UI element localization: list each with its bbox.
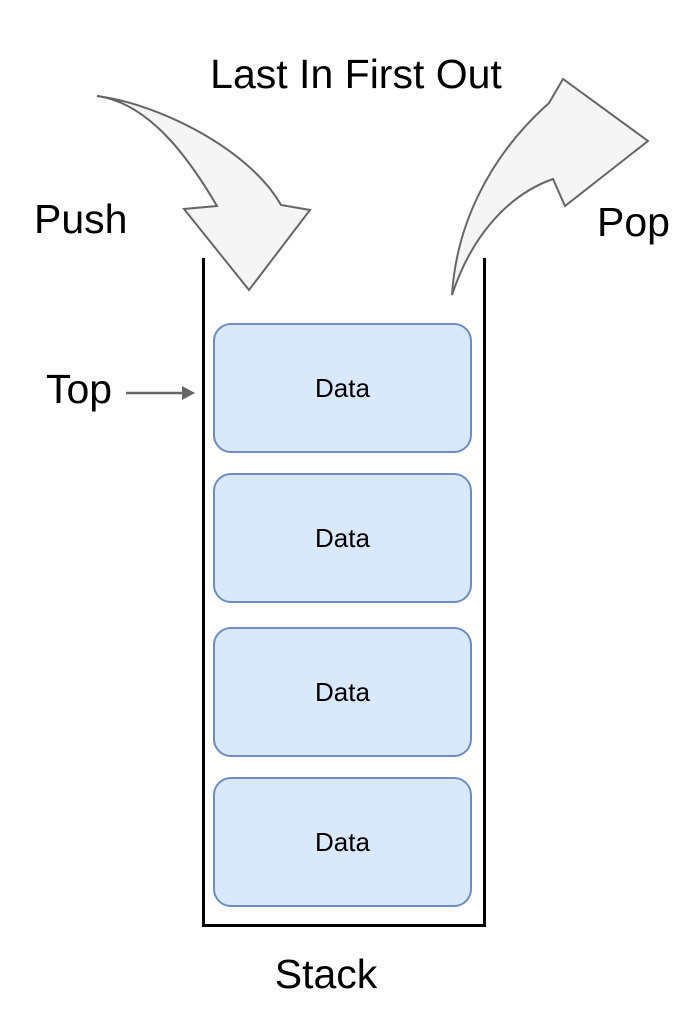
stack-item-4-label: Data (315, 826, 370, 857)
stack-item-4: Data (213, 777, 472, 907)
stack-item-3-label: Data (315, 676, 370, 707)
stack-item-1-label: Data (315, 372, 370, 403)
stack-item-2: Data (213, 473, 472, 603)
top-pointer-arrow-icon (126, 386, 195, 400)
pop-curved-arrow-up-right-icon (451, 77, 650, 296)
stack-item-3: Data (213, 627, 472, 757)
top-label: Top (46, 366, 113, 412)
stack-item-1: Data (213, 323, 472, 453)
push-curved-arrow-down-icon (96, 95, 312, 292)
push-label: Push (34, 196, 128, 242)
top-pointer-arrowhead (182, 386, 195, 400)
pop-label: Pop (597, 199, 670, 245)
stack-container (202, 258, 486, 927)
stack-item-2-label: Data (315, 522, 370, 553)
stack-label: Stack (274, 951, 378, 997)
lifo-title: Last In First Out (210, 51, 502, 97)
